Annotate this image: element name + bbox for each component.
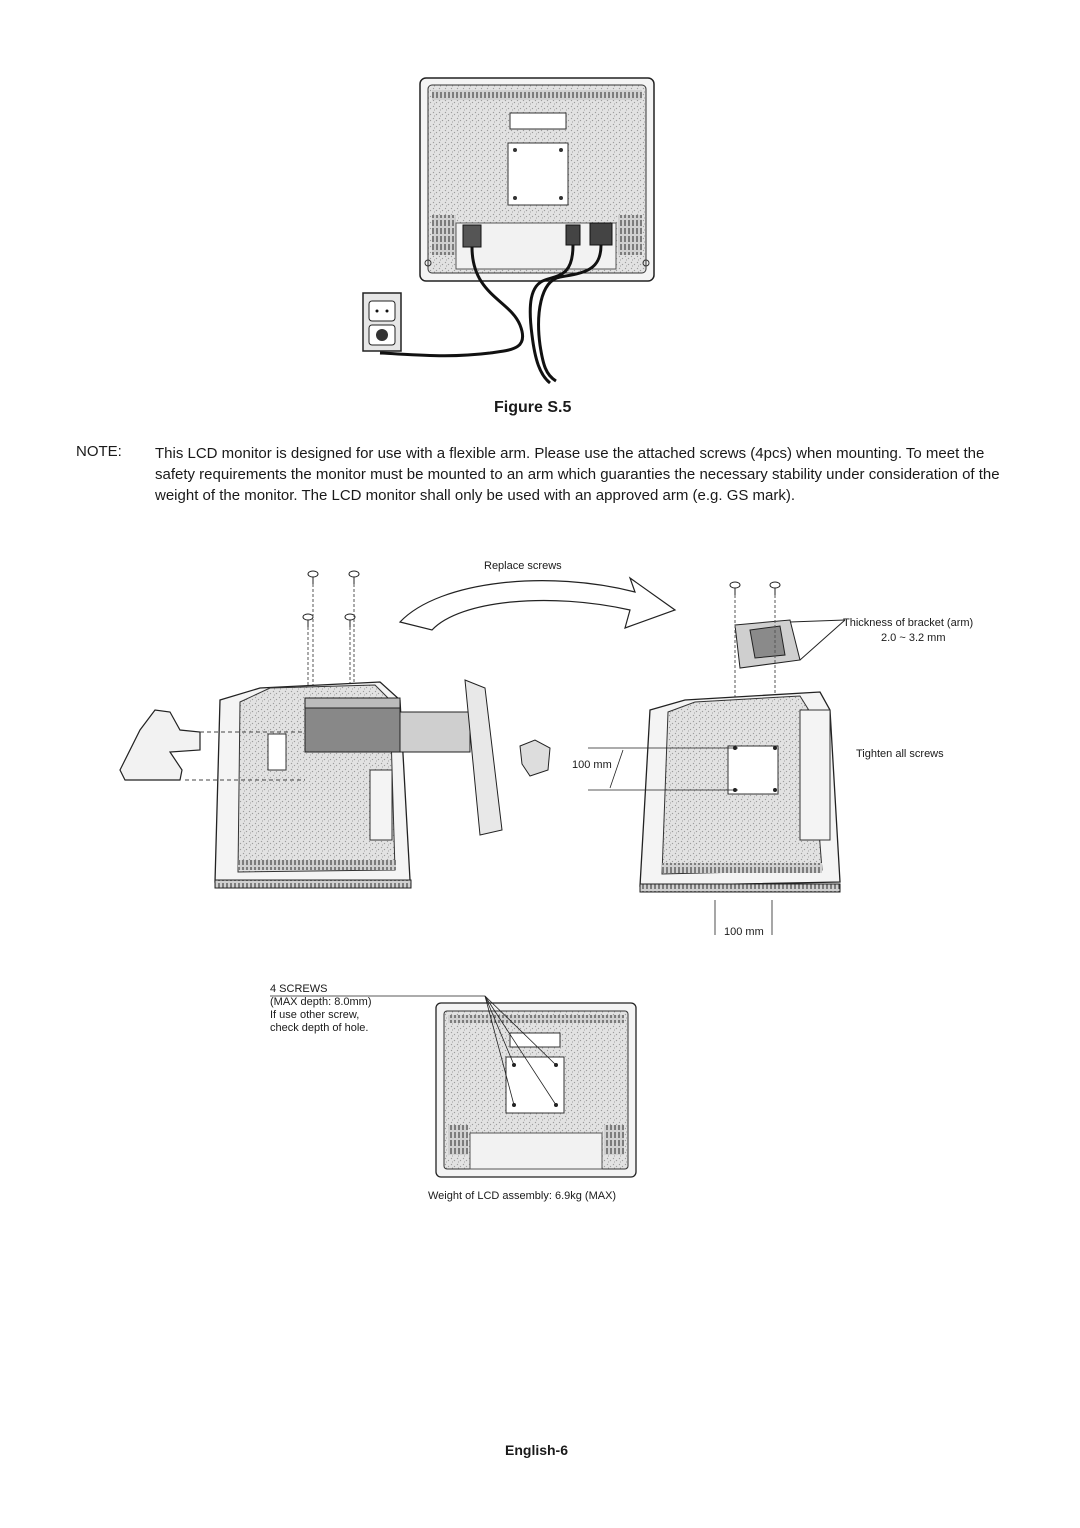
screws-max-depth: (MAX depth: 8.0mm) — [270, 996, 372, 1008]
tighten-screws-label: Tighten all screws — [856, 748, 944, 760]
dimension-vertical-label: 100 mm — [572, 759, 612, 771]
weight-label: Weight of LCD assembly: 6.9kg (MAX) — [428, 1190, 617, 1202]
page-number: English-6 — [505, 1442, 569, 1458]
bracket-range-label: 2.0 ~ 3.2 mm — [881, 632, 946, 644]
dimension-horizontal-label: 100 mm — [724, 926, 764, 938]
screws-note: 4 SCREWS (MAX depth: 8.0mm) If use other… — [270, 983, 371, 1035]
screws-title: 4 SCREWS — [270, 983, 328, 995]
monitor-rear-cables-illustration — [362, 77, 655, 385]
bracket-thickness-label: Thickness of bracket (arm) — [843, 617, 974, 629]
figure-caption: Figure S.5 — [494, 399, 572, 416]
screw-holes-diagram — [270, 995, 637, 1178]
replace-screws-label: Replace screws — [484, 560, 562, 572]
note-text: This LCD monitor is designed for use wit… — [155, 445, 1000, 504]
replace-screws-diagram — [119, 570, 846, 935]
note-label: NOTE: — [76, 443, 122, 460]
screws-other: If use other screw, — [270, 1009, 360, 1021]
screws-check: check depth of hole. — [270, 1022, 369, 1034]
